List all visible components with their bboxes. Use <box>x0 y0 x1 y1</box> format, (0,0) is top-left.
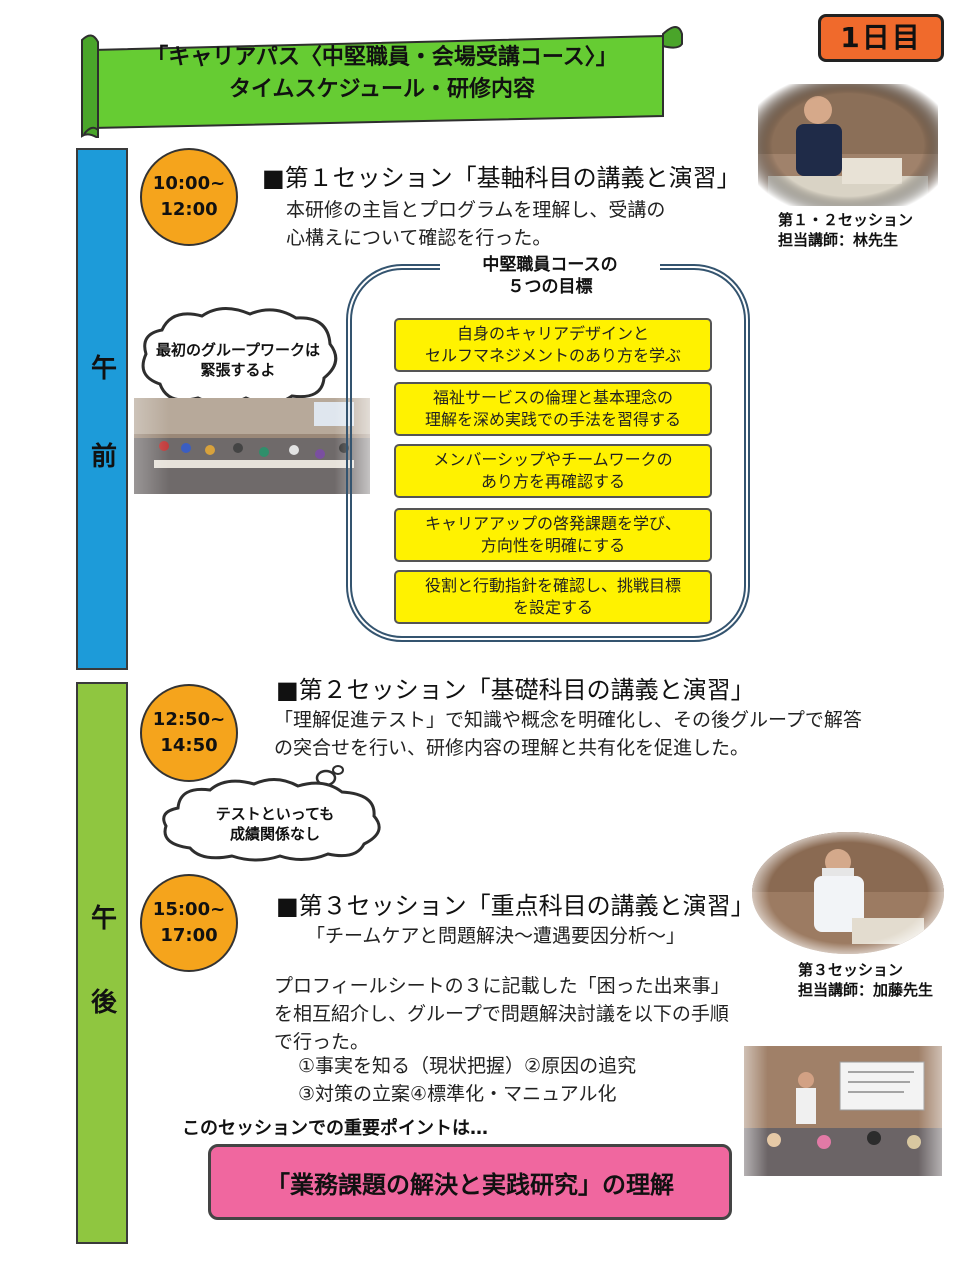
goal-item: 役割と行動指針を確認し、挑戦目標を設定する <box>394 570 712 624</box>
session3-description: プロフィールシートの３に記載した「困った出来事」 を相互紹介し、グループで問題解… <box>274 972 730 1056</box>
key-point-text: 「業務課題の解決と実践研究」の理解 <box>266 1170 674 1199</box>
bubble1-line1: 最初のグループワークは <box>155 341 321 359</box>
session2-time-start: 12:50~ <box>152 709 226 730</box>
goals-title: 中堅職員コースの ５つの目標 <box>440 254 660 298</box>
session1-time-start: 10:00~ <box>152 173 226 194</box>
goal-item-line2: 方向性を明確にする <box>480 536 626 555</box>
session3-desc-line3: で行った。 <box>274 1031 370 1053</box>
session3-title: ■第３セッション「重点科目の講義と演習」 <box>276 892 755 920</box>
bubble1-line2: 緊張するよ <box>200 361 276 379</box>
session1-title: ■第１セッション「基軸科目の講義と演習」 <box>262 164 741 192</box>
goal-item-line1: 役割と行動指針を確認し、挑戦目標 <box>424 576 681 595</box>
session2-description: 「理解促進テスト」で知識や概念を明確化し、その後グループで解答 の突合せを行い、… <box>274 706 944 762</box>
session1-description: 本研修の主旨とプログラムを理解し、受講の 心構えについて確認を行った。 <box>286 196 665 252</box>
title-banner: 「キャリアパス〈中堅職員・会場受講コース〉」 タイムスケジュール・研修内容 <box>78 20 686 138</box>
goal-item-line1: 自身のキャリアデザインと <box>456 324 649 343</box>
goal-item: 福祉サービスの倫理と基本理念の理解を深め実践での手法を習得する <box>394 382 712 436</box>
morning-char-2: 前 <box>90 442 117 472</box>
session3-steps: ①事実を知る（現状把握）②原因の追究 ③対策の立案④標準化・マニュアル化 <box>298 1052 636 1108</box>
session3-desc-line2: を相互紹介し、グループで問題解決討議を以下の手順 <box>274 1003 729 1025</box>
session3-time-start: 15:00~ <box>152 899 226 920</box>
bubble2-line2: 成績関係なし <box>229 825 320 843</box>
goal-item-line2: を設定する <box>512 598 593 617</box>
photo1-caption-line2: 担当講師：林先生 <box>778 231 899 249</box>
session2-time-end: 14:50 <box>160 735 218 756</box>
discussion-photo <box>744 1046 942 1176</box>
bubble2-line1: テストといっても <box>215 805 335 823</box>
goals-title-line2: ５つの目標 <box>507 277 593 297</box>
afternoon-char-1: 午 <box>90 904 117 934</box>
banner-title-line1: 「キャリアパス〈中堅職員・会場受講コース〉」 <box>146 45 618 70</box>
photo1-caption-line1: 第１・２セッション <box>778 211 914 229</box>
session3-step-line2: ③対策の立案④標準化・マニュアル化 <box>298 1083 617 1105</box>
day-badge: 1日目 <box>818 14 944 62</box>
key-point-box: 「業務課題の解決と実践研究」の理解 <box>208 1144 732 1220</box>
goal-item-line1: メンバーシップやチームワークの <box>433 450 673 469</box>
instructor-photo-kato <box>752 832 944 954</box>
session1-time-end: 12:00 <box>160 199 218 220</box>
photo2-caption-line2: 担当講師：加藤先生 <box>798 981 934 999</box>
goal-item: メンバーシップやチームワークのあり方を再確認する <box>394 444 712 498</box>
goal-item-line2: セルフマネジメントのあり方を学ぶ <box>424 346 681 365</box>
session3-time-end: 17:00 <box>160 925 218 946</box>
morning-period-bar: 午 前 <box>76 148 128 670</box>
session1-desc-line2: 心構えについて確認を行った。 <box>286 227 552 249</box>
session2-title: ■第２セッション「基礎科目の講義と演習」 <box>276 676 755 704</box>
session3-time-circle: 15:00~ 17:00 <box>140 874 238 972</box>
morning-char-1: 午 <box>90 354 117 384</box>
thought-bubble-2: テストといっても 成績関係なし <box>152 764 398 864</box>
session2-desc-line2: の突合せを行い、研修内容の理解と共有化を促進した。 <box>274 737 750 759</box>
instructor-photo-hayashi <box>758 84 938 206</box>
thought-bubble-1: 最初のグループワークは 緊張するよ <box>132 302 344 432</box>
goal-item-line2: 理解を深め実践での手法を習得する <box>424 410 681 429</box>
session3-subtitle: 「チームケアと問題解決～遭遇要因分析～」 <box>306 925 686 947</box>
goal-item: 自身のキャリアデザインとセルフマネジメントのあり方を学ぶ <box>394 318 712 372</box>
session2-time-circle: 12:50~ 14:50 <box>140 684 238 782</box>
photo2-caption: 第３セッション 担当講師：加藤先生 <box>798 960 933 1000</box>
goal-item: キャリアアップの啓発課題を学び、方向性を明確にする <box>394 508 712 562</box>
session3-desc-line1: プロフィールシートの３に記載した「困った出来事」 <box>274 975 730 997</box>
goals-title-line1: 中堅職員コースの <box>482 255 618 275</box>
banner-title-line2: タイムスケジュール・研修内容 <box>228 77 536 102</box>
goal-item-line1: 福祉サービスの倫理と基本理念の <box>432 388 673 407</box>
goal-item-line2: あり方を再確認する <box>480 472 625 491</box>
photo1-caption: 第１・２セッション 担当講師：林先生 <box>778 210 913 250</box>
group-work-photo <box>134 398 370 494</box>
session2-desc-line1: 「理解促進テスト」で知識や概念を明確化し、その後グループで解答 <box>274 709 862 731</box>
afternoon-period-bar: 午 後 <box>76 682 128 1244</box>
goal-item-line1: キャリアアップの啓発課題を学び、 <box>424 514 681 533</box>
photo2-caption-line1: 第３セッション <box>798 961 904 979</box>
scroll-banner-shape <box>81 26 683 138</box>
afternoon-char-2: 後 <box>90 988 117 1018</box>
session3-step-line1: ①事実を知る（現状把握）②原因の追究 <box>298 1055 637 1077</box>
key-point-lead: このセッションでの重要ポイントは… <box>182 1118 488 1139</box>
session1-time-circle: 10:00~ 12:00 <box>140 148 238 246</box>
session1-desc-line1: 本研修の主旨とプログラムを理解し、受講の <box>286 199 666 221</box>
